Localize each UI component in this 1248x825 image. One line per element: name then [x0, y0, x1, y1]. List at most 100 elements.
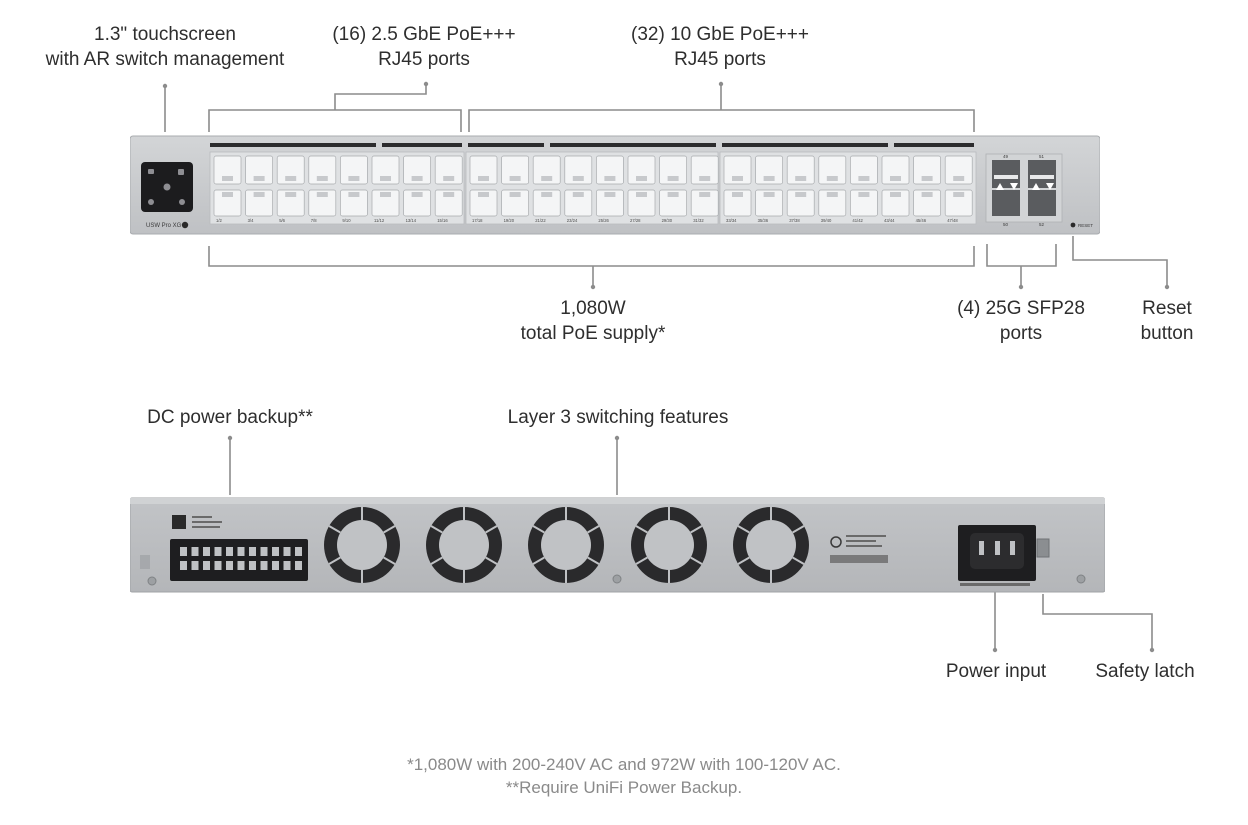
- rj45-port[interactable]: [434, 189, 463, 217]
- rj45-port[interactable]: [434, 155, 463, 185]
- fan-grille-spoke: [430, 556, 443, 565]
- rj45-port-tab: [604, 176, 616, 181]
- rj45-port[interactable]: [659, 155, 687, 185]
- rj45-port[interactable]: [501, 189, 529, 217]
- touchscreen-label: 1.3" touchscreen with AR switch manageme…: [35, 22, 295, 72]
- rj45-port-tab: [953, 176, 965, 181]
- fan-grille-spoke: [635, 525, 648, 534]
- rj45-port[interactable]: [786, 189, 815, 217]
- rj45-port[interactable]: [913, 155, 941, 185]
- dc-pin: [237, 547, 245, 556]
- rj45-port[interactable]: [786, 155, 815, 185]
- rj45-port[interactable]: [276, 155, 305, 185]
- rj45-port[interactable]: [564, 155, 593, 185]
- fan-grille-spoke: [532, 525, 545, 534]
- rj45-port[interactable]: [340, 155, 368, 185]
- rj45-port[interactable]: [755, 189, 783, 217]
- safety-latch-label: Safety latch: [1095, 661, 1195, 682]
- rj45-port[interactable]: [944, 189, 973, 217]
- reset-label-line1: Reset: [1142, 298, 1192, 319]
- reset-text: RESET: [1078, 223, 1093, 228]
- port-number-label: 29/30: [662, 218, 673, 223]
- rj45-port[interactable]: [881, 189, 910, 217]
- rj45-port[interactable]: [913, 189, 941, 217]
- dc-power-connector: [170, 539, 308, 581]
- port-number-label: 39/40: [821, 218, 832, 223]
- layer3-label: Layer 3 switching features: [507, 407, 729, 428]
- rj45-port[interactable]: [627, 189, 656, 217]
- rj45-port[interactable]: [213, 189, 242, 217]
- rj45-port-tab: [316, 192, 328, 197]
- dc-pin: [295, 547, 302, 556]
- rj45-port-tab: [953, 192, 965, 197]
- rj45-port[interactable]: [690, 155, 719, 185]
- rj45-port[interactable]: [245, 189, 273, 217]
- dc-backup-label: DC power backup**: [147, 407, 313, 428]
- port-number-label: 9/10: [342, 218, 351, 223]
- ports-25g-label-line1: (16) 2.5 GbE PoE+++: [332, 24, 516, 45]
- rj45-port[interactable]: [881, 155, 910, 185]
- rj45-port[interactable]: [723, 155, 752, 185]
- rj45-port[interactable]: [564, 189, 593, 217]
- rj45-port[interactable]: [627, 155, 656, 185]
- rj45-port[interactable]: [245, 155, 273, 185]
- rj45-port[interactable]: [850, 155, 878, 185]
- rj45-port[interactable]: [532, 155, 561, 185]
- rj45-port-tab: [763, 176, 775, 181]
- rj45-port[interactable]: [469, 189, 498, 217]
- rj45-port[interactable]: [596, 155, 624, 185]
- safety-latch[interactable]: [1036, 538, 1050, 558]
- rj45-port[interactable]: [723, 189, 752, 217]
- rj45-port-tab: [858, 176, 870, 181]
- rj45-port[interactable]: [532, 189, 561, 217]
- rj45-port[interactable]: [818, 155, 847, 185]
- rj45-port-tab: [411, 176, 423, 181]
- port-number-label: 47/48: [947, 218, 958, 223]
- rj45-port-tab: [890, 176, 901, 181]
- rj45-port[interactable]: [213, 155, 242, 185]
- rj45-port[interactable]: [308, 155, 337, 185]
- rj45-port[interactable]: [850, 189, 878, 217]
- rj45-port[interactable]: [755, 155, 783, 185]
- rj45-port-tab: [763, 192, 775, 197]
- rj45-port-tab: [541, 192, 553, 197]
- dc-pin: [260, 561, 268, 570]
- rj45-port-tab: [222, 176, 233, 181]
- rj45-port[interactable]: [596, 189, 624, 217]
- rj45-port-tab: [921, 192, 933, 197]
- dc-pin: [272, 547, 279, 556]
- rj45-port-tab: [478, 176, 489, 181]
- fan-grille-spoke: [792, 556, 805, 565]
- rj45-port-tab: [509, 176, 521, 181]
- rj45-port[interactable]: [690, 189, 719, 217]
- rj45-port[interactable]: [944, 155, 973, 185]
- fan-hub: [337, 520, 387, 570]
- reset-button[interactable]: [1070, 222, 1076, 228]
- dc-pin: [214, 561, 222, 570]
- rj45-port[interactable]: [308, 189, 337, 217]
- power-input-label: Power input: [945, 661, 1047, 682]
- dc-pin: [191, 561, 199, 570]
- fan-grille-spoke: [792, 525, 805, 534]
- rj45-port[interactable]: [276, 189, 305, 217]
- rj45-port[interactable]: [371, 189, 400, 217]
- reset-label: Reset button: [1117, 296, 1217, 346]
- rj45-port-tab: [699, 192, 711, 197]
- rj45-port[interactable]: [659, 189, 687, 217]
- screw-icon: [147, 576, 157, 586]
- fan-grille-spoke: [690, 556, 703, 565]
- rj45-port[interactable]: [403, 189, 431, 217]
- rj45-port[interactable]: [371, 155, 400, 185]
- port-number-label: 13/14: [406, 218, 417, 223]
- rj45-port[interactable]: [501, 155, 529, 185]
- rj45-port[interactable]: [818, 189, 847, 217]
- footnote-1: *1,080W with 200-240V AC and 972W with 1…: [407, 755, 841, 774]
- dc-pin: [226, 547, 233, 556]
- rj45-port-tab: [732, 192, 743, 197]
- rj45-port[interactable]: [469, 155, 498, 185]
- fan-grille-spoke: [690, 525, 703, 534]
- rj45-port[interactable]: [403, 155, 431, 185]
- rj45-port[interactable]: [340, 189, 368, 217]
- port-number-label: 1/2: [216, 218, 222, 223]
